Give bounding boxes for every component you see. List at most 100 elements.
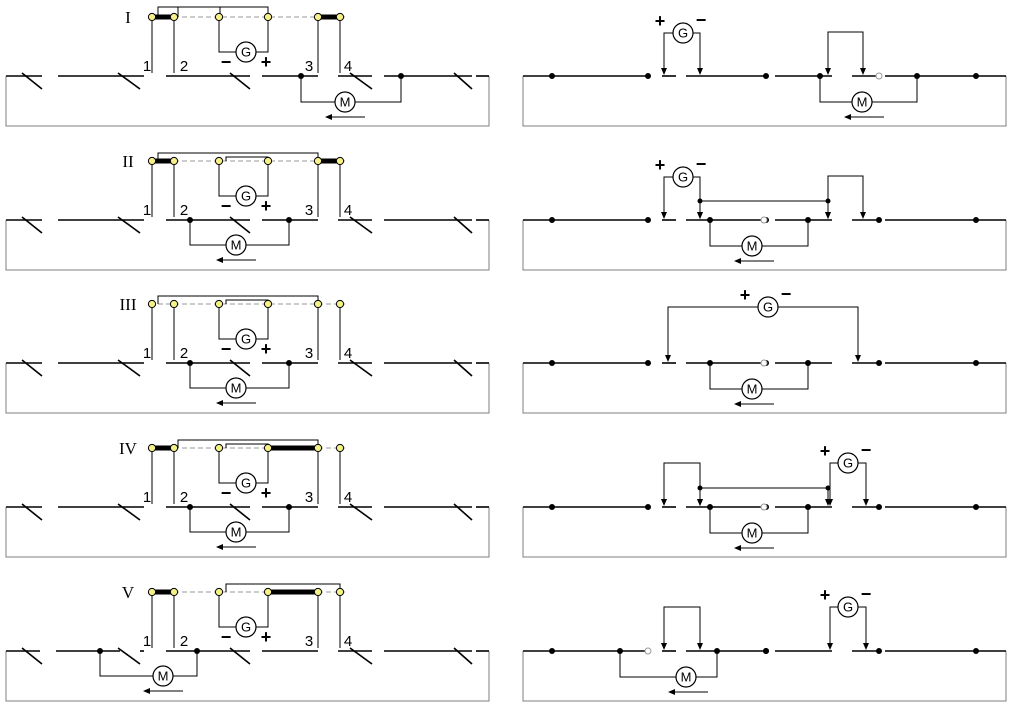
contact-dot — [148, 157, 155, 164]
arrowhead — [860, 68, 866, 75]
arrowhead — [825, 68, 831, 75]
generator-plus: + — [261, 627, 272, 647]
contact-dot — [264, 13, 271, 20]
control-loop — [226, 157, 268, 161]
generator-wire — [693, 33, 700, 73]
stage-right-5: G+−M — [523, 584, 1006, 701]
section-number-3: 3 — [305, 489, 313, 506]
contact-dot — [215, 588, 222, 595]
contact-dot — [314, 444, 321, 451]
stage-right-1: G+−M — [523, 10, 1006, 126]
rail-joint — [973, 504, 979, 510]
control-loop — [178, 7, 220, 17]
bridge-wire — [664, 463, 700, 504]
rail-joint — [645, 73, 651, 79]
arrowhead — [827, 643, 833, 650]
rail-joint — [549, 73, 555, 79]
generator-wire — [256, 592, 268, 627]
generator-label: G — [241, 189, 251, 204]
generator-wire — [219, 592, 236, 627]
arrowhead — [863, 643, 869, 650]
bridge-wire — [828, 32, 863, 73]
direction-arrowhead — [668, 689, 675, 695]
stage-label: V — [122, 583, 135, 602]
motor-wire — [762, 507, 808, 533]
arrowhead — [665, 355, 671, 362]
generator-wire — [256, 448, 268, 483]
rail-joint — [876, 217, 882, 223]
contact-dot — [336, 444, 343, 451]
motor-wire — [301, 76, 335, 102]
open-section-dot — [761, 504, 767, 510]
stage-right-4: G+−M — [523, 440, 1006, 557]
generator-minus: − — [221, 339, 232, 359]
panel-frame — [6, 651, 489, 701]
generator-wire — [219, 304, 236, 339]
bridge-wire — [664, 607, 700, 648]
stage-label: I — [125, 8, 131, 27]
arrowhead — [697, 68, 703, 75]
motor-label: M — [340, 95, 351, 110]
generator-wire — [664, 33, 673, 73]
contact-dot — [336, 157, 343, 164]
motor-wire — [820, 76, 852, 102]
generator-plus: + — [261, 483, 272, 503]
generator-plus: + — [820, 441, 831, 461]
arrowhead — [863, 499, 869, 506]
motor-label: M — [857, 95, 868, 110]
rail-joint — [973, 360, 979, 366]
motor-wire — [710, 363, 742, 389]
generator-wire — [668, 307, 758, 360]
contact-dot — [170, 300, 177, 307]
section-number-4: 4 — [344, 202, 352, 219]
contact-dot — [314, 300, 321, 307]
rail-joint — [973, 217, 979, 223]
direction-arrowhead — [216, 544, 223, 550]
motor-wire — [762, 220, 808, 246]
motor-wire — [872, 76, 917, 102]
right-panels: G+−MG+−MG+−MG+−MG+−M — [523, 10, 1006, 701]
section-number-2: 2 — [180, 58, 188, 75]
motor-wire — [246, 507, 289, 532]
generator-wire — [830, 463, 838, 504]
direction-arrowhead — [844, 114, 851, 120]
contact-dot — [215, 157, 222, 164]
section-number-4: 4 — [344, 489, 352, 506]
motor-label: M — [231, 525, 242, 540]
generator-label: G — [678, 170, 688, 185]
arrowhead — [825, 212, 831, 219]
arrowhead — [661, 212, 667, 219]
section-number-2: 2 — [180, 345, 188, 362]
stage-left-5: V1234G−+M — [6, 583, 489, 701]
generator-wire — [664, 177, 673, 217]
generator-wire — [256, 17, 268, 52]
generator-minus: − — [221, 52, 232, 72]
contact-dot — [336, 300, 343, 307]
contact-dot — [264, 300, 271, 307]
contact-dot — [148, 444, 155, 451]
arrowhead — [661, 643, 667, 650]
section-number-1: 1 — [143, 633, 151, 650]
generator-wire — [858, 463, 866, 504]
direction-arrowhead — [325, 114, 332, 120]
arrowhead — [860, 212, 866, 219]
contact-dot — [336, 13, 343, 20]
section-number-2: 2 — [180, 489, 188, 506]
generator-minus: − — [221, 627, 232, 647]
section-number-1: 1 — [143, 202, 151, 219]
open-section-dot — [761, 360, 767, 366]
direction-arrowhead — [216, 400, 223, 406]
contact-dot — [170, 13, 177, 20]
control-loop — [226, 444, 268, 448]
panel-frame — [6, 76, 489, 126]
panel-frame — [523, 507, 1006, 557]
left-panels: I1234G−+MII1234G−+MIII1234G−+MIV1234G−+M… — [6, 7, 489, 701]
generator-minus: − — [781, 284, 792, 304]
panel-frame — [523, 220, 1006, 270]
motor-label: M — [747, 526, 758, 541]
stage-label: II — [122, 152, 134, 171]
contact-dot — [314, 13, 321, 20]
generator-label: G — [241, 45, 251, 60]
rail-joint — [876, 648, 882, 654]
panel-frame — [523, 651, 1006, 701]
